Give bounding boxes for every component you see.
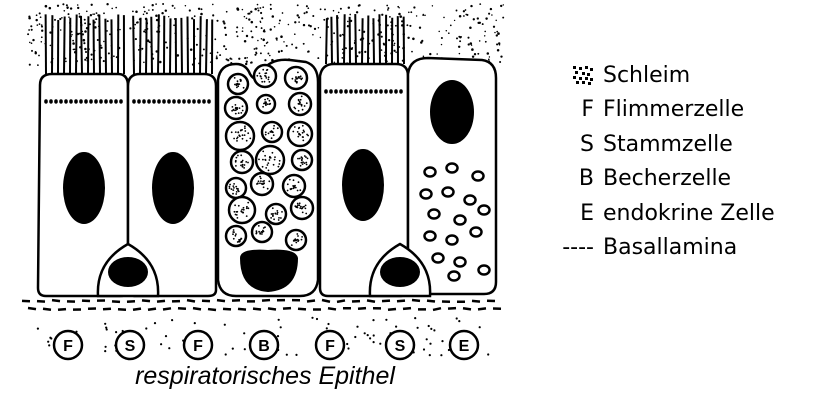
legend-key: S	[552, 132, 594, 157]
legend-item-b: B Becherzelle	[552, 162, 775, 197]
legend-label: Becherzelle	[603, 166, 731, 191]
legend-label: Stammzelle	[603, 132, 733, 157]
svg-text:S: S	[125, 338, 136, 355]
legend-key: B	[552, 166, 594, 191]
svg-text:F: F	[193, 338, 203, 355]
cell-label: F	[316, 331, 344, 359]
legend-label: endokrine Zelle	[603, 201, 775, 226]
cell-label: S	[386, 331, 414, 359]
legend-item-f: F Flimmerzelle	[552, 93, 775, 128]
legend-key: E	[552, 201, 594, 226]
legend-item-e: E endokrine Zelle	[552, 196, 775, 231]
legend: Schleim F Flimmerzelle S Stammzelle B Be…	[552, 58, 775, 265]
legend-key: F	[552, 97, 594, 122]
legend-label: Basallamina	[603, 235, 737, 260]
legend-item-basal-lamina: ---- Basallamina	[552, 231, 775, 266]
legend-label: Flimmerzelle	[603, 97, 744, 122]
svg-text:B: B	[258, 338, 270, 355]
cell-label: F	[184, 331, 212, 359]
legend-key	[552, 65, 594, 85]
cell-label: E	[450, 331, 478, 359]
svg-text:E: E	[459, 338, 470, 355]
legend-key: ----	[552, 235, 594, 260]
mucus-pattern-icon	[572, 65, 594, 85]
cell-label: S	[116, 331, 144, 359]
basal-lamina	[22, 300, 501, 310]
legend-item-mucus: Schleim	[552, 58, 775, 93]
cell-label: F	[54, 331, 82, 359]
svg-text:S: S	[395, 338, 406, 355]
legend-label: Schleim	[603, 63, 690, 88]
svg-text:F: F	[63, 338, 73, 355]
legend-item-s: S Stammzelle	[552, 127, 775, 162]
svg-text:F: F	[325, 338, 335, 355]
cell-label: B	[250, 331, 278, 359]
diagram-caption: respiratorisches Epithel	[0, 362, 530, 391]
